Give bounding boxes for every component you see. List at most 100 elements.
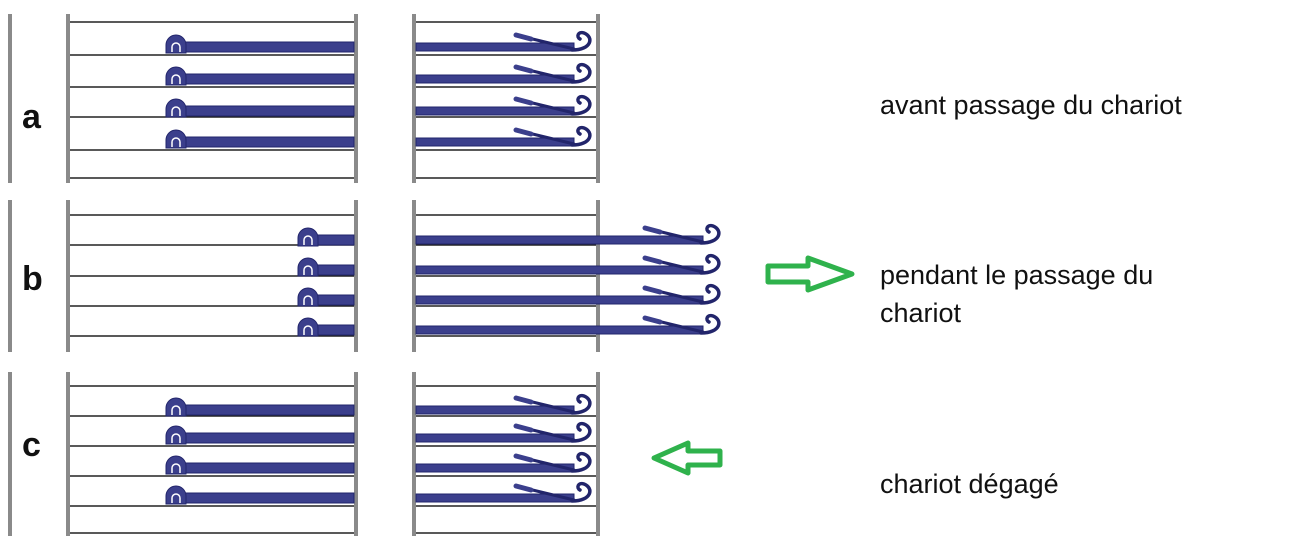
needle-hook [570,393,592,415]
needle-butt [165,98,187,118]
frame-bar [596,14,600,183]
needle-latch-spoon [642,255,663,265]
needle-shaft-right [415,265,704,275]
needle-latch-spoon [513,423,534,433]
needle-butt [165,485,187,505]
needle-butt-hole [171,106,181,116]
needle-latch-spoon [513,483,534,493]
needle-hook [699,223,721,245]
arrow-right-shape [765,255,855,293]
needle-butt-hole [171,42,181,52]
needle-hook [699,313,721,335]
needle-latch-spoon [642,225,663,235]
row-label-c: c [22,426,41,464]
needle-latch-spoon [513,64,534,74]
row-label-a: a [22,98,41,136]
needle [165,481,592,505]
frame-bar [596,372,600,536]
needle-hook [570,62,592,84]
needle-butt-hole [171,493,181,503]
needle-butt [165,34,187,54]
needle-butt [165,455,187,475]
needle [165,421,592,445]
needle-shaft-right [415,106,575,116]
needle-hook [699,283,721,305]
needle-latch-spoon [513,96,534,106]
needle-latch-spoon [642,285,663,295]
needle-butt-hole [171,463,181,473]
needle-shaft-right [415,493,575,503]
row-b [8,200,855,352]
needle-shaft-right [415,137,575,147]
needle-butt-hole [171,433,181,443]
frame-bar [596,200,600,352]
needle-latch-spoon [513,127,534,137]
needle-hook [570,421,592,443]
needle-butt [165,397,187,417]
row-bracket [8,372,12,536]
needle [297,253,721,277]
needle [297,223,721,247]
arrow-right-icon [765,255,855,293]
frame-bar [66,372,70,536]
needle-hook [570,125,592,147]
needle-butt [165,425,187,445]
needle-butt [297,227,319,247]
needle-butt [297,287,319,307]
needle-butt [165,129,187,149]
needle [297,283,721,307]
arrow-left-shape [651,440,723,476]
frame-bar [66,200,70,352]
needle-shaft-left [175,492,355,504]
needle [165,125,592,149]
needle-shaft-right [415,74,575,84]
needle [165,62,592,86]
needle-butt-hole [303,265,313,275]
needle-butt-hole [171,137,181,147]
arrow-left-icon [651,440,723,476]
needle-shaft-right [415,235,704,245]
needle-shaft-right [415,433,575,443]
needle-butt [297,317,319,337]
row-label-b: b [22,260,43,298]
needle-shaft-left [175,73,355,85]
caption-b-line-1: pendant le passage du [880,260,1154,290]
needle [297,313,721,337]
needle-hook [570,94,592,116]
needle-shaft-left [175,136,355,148]
needle-hook [570,451,592,473]
needle-latch-spoon [513,453,534,463]
needle-butt-hole [171,74,181,84]
needle [165,393,592,417]
needle-hook [570,481,592,503]
needle [165,451,592,475]
needle [165,94,592,118]
frame-bar [412,14,416,183]
needle-butt [165,66,187,86]
frame-bar [412,372,416,536]
needle-shaft-right [415,463,575,473]
row-a [8,14,600,183]
needle-butt-hole [303,295,313,305]
needle-shaft-left [175,462,355,474]
needle-shaft-right [415,325,704,335]
needle-shaft-right [415,405,575,415]
caption-c: chariot dégagé [880,465,1059,503]
caption-a-line-1: avant passage du chariot [880,90,1182,120]
needle-hook [570,30,592,52]
caption-b-line-2: chariot [880,298,962,328]
needle-latch-spoon [513,32,534,42]
needle-shaft-left [175,432,355,444]
needle-butt [297,257,319,277]
needle-shaft-left [175,105,355,117]
row-bracket [8,200,12,352]
row-bracket [8,14,12,183]
needle-latch-spoon [513,395,534,405]
row-c [8,372,723,536]
needle-butt-hole [303,235,313,245]
needle-shaft-right [415,42,575,52]
needle-hook [699,253,721,275]
needle-shaft-left [175,404,355,416]
frame-bar [412,200,416,352]
